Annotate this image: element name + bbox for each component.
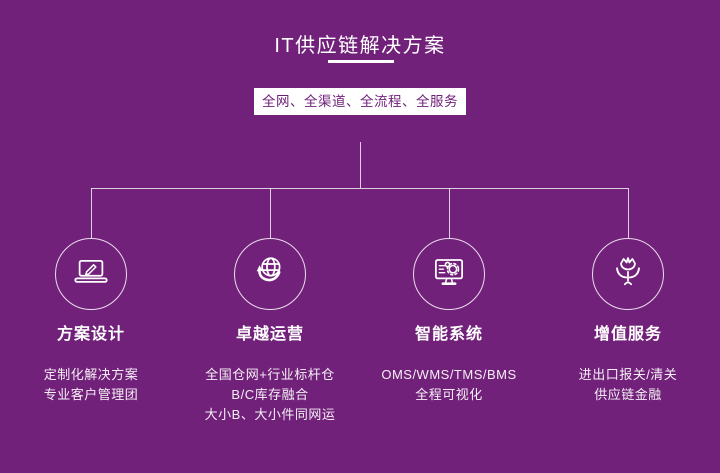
section-lines: 进出口报关/清关 供应链金融 bbox=[538, 365, 718, 405]
section-line: 全国仓网+行业标杆仓 bbox=[205, 367, 335, 382]
section-line: 专业客户管理团 bbox=[43, 387, 139, 402]
monitor-gears-icon bbox=[435, 259, 463, 285]
section-line: 全程可视化 bbox=[415, 387, 483, 402]
connector-drop bbox=[269, 188, 271, 238]
connector-drop bbox=[90, 188, 92, 238]
icon-circle bbox=[234, 238, 306, 310]
section-title: 智能系统 bbox=[414, 326, 483, 343]
section-line: B/C库存融合 bbox=[231, 387, 309, 402]
title-underline bbox=[328, 60, 394, 63]
connector-drop bbox=[627, 188, 629, 238]
section-value-added: 增值服务 进出口报关/清关 供应链金融 bbox=[538, 188, 718, 405]
section-lines: 定制化解决方案 专业客户管理团 bbox=[1, 365, 181, 405]
section-line: 大小B、大小件同网运 bbox=[204, 407, 336, 422]
icon-circle bbox=[55, 238, 127, 310]
section-title: 增值服务 bbox=[593, 326, 662, 343]
section-line: 定制化解决方案 bbox=[43, 367, 139, 382]
globe-arrow-icon bbox=[256, 257, 281, 282]
section-line: 进出口报关/清关 bbox=[578, 367, 678, 382]
laptop-pencil-icon bbox=[74, 260, 108, 283]
section-title: 方案设计 bbox=[56, 326, 125, 343]
section-lines: OMS/WMS/TMS/BMS 全程可视化 bbox=[359, 365, 539, 405]
connector-stem bbox=[360, 142, 361, 188]
section-line: 供应链金融 bbox=[594, 387, 662, 402]
section-solution-design: 方案设计 定制化解决方案 专业客户管理团 bbox=[1, 188, 181, 405]
section-title: 卓越运营 bbox=[235, 326, 304, 343]
flower-in-hands-icon bbox=[616, 257, 640, 286]
icon-circle bbox=[413, 238, 485, 310]
section-operations: 卓越运营 全国仓网+行业标杆仓 B/C库存融合 大小B、大小件同网运 bbox=[180, 188, 360, 425]
icon-circle bbox=[592, 238, 664, 310]
section-lines: 全国仓网+行业标杆仓 B/C库存融合 大小B、大小件同网运 bbox=[180, 365, 360, 425]
slogan-badge: 全网、全渠道、全流程、全服务 bbox=[254, 88, 466, 115]
page-title: IT供应链解决方案 bbox=[274, 35, 446, 57]
section-smart-systems: 智能系统 OMS/WMS/TMS/BMS 全程可视化 bbox=[359, 188, 539, 405]
section-line: OMS/WMS/TMS/BMS bbox=[381, 367, 517, 382]
connector-drop bbox=[448, 188, 450, 238]
connector-horizontal-line bbox=[91, 188, 628, 189]
